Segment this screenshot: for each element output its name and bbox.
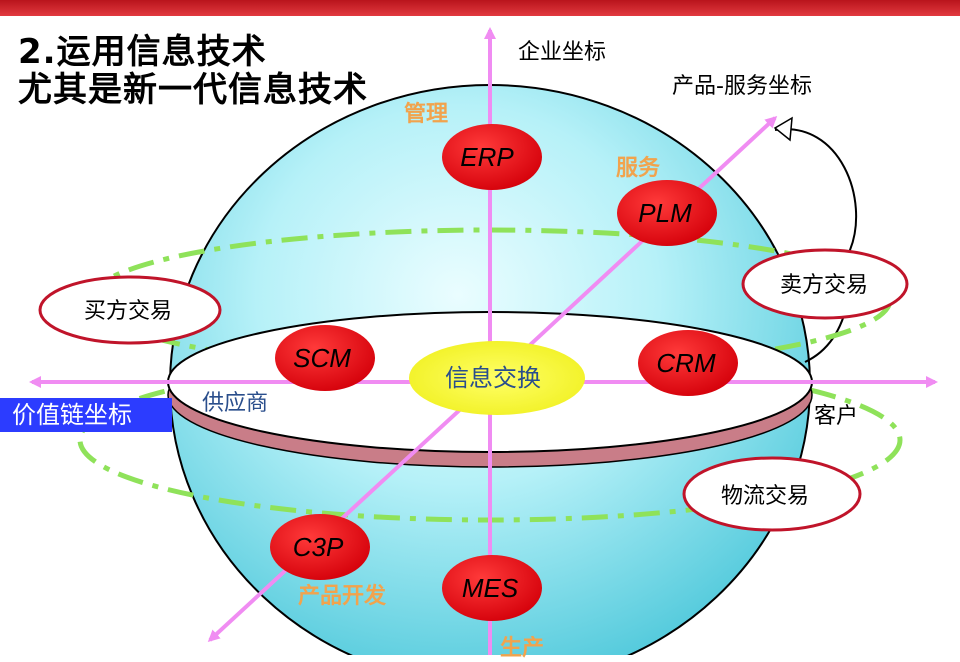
buyer-trade-bubble <box>38 275 222 345</box>
customer-label: 客户 <box>814 404 859 429</box>
center-label: 信息交换 <box>445 364 541 392</box>
value-chain-axis-label: 价值链坐标 <box>0 398 172 432</box>
erp-node <box>442 124 542 190</box>
diagonal-axis-up <box>488 115 778 384</box>
supplier-label: 供应商 <box>202 391 269 416</box>
erp-label: ERP <box>460 142 514 172</box>
mes-node <box>442 555 542 621</box>
buyer-trade-label: 买方交易 <box>84 299 172 324</box>
service-label: 服务 <box>616 156 661 181</box>
c3p-label: C3P <box>293 532 344 562</box>
enterprise-axis-label: 企业坐标 <box>518 40 607 65</box>
title-line-2: 尤其是新一代信息技术 <box>18 70 368 110</box>
curved-connector <box>774 128 858 363</box>
plm-node <box>617 180 717 246</box>
top-bar <box>0 0 960 16</box>
crm-node <box>638 330 738 396</box>
diagonal-axis-down <box>207 380 492 643</box>
crm-label: CRM <box>656 348 716 378</box>
production-label: 生产 <box>500 636 545 661</box>
title-line-1: 2.运用信息技术 <box>18 32 267 72</box>
c3p-node <box>270 514 370 580</box>
mes-label: MES <box>462 573 519 603</box>
scm-node <box>275 325 375 391</box>
scm-label: SCM <box>293 343 351 373</box>
product-service-axis-label: 产品-服务坐标 <box>672 74 812 99</box>
management-label: 管理 <box>404 102 449 127</box>
center-node <box>409 341 585 415</box>
plm-label: PLM <box>638 198 692 228</box>
logistics-trade-label: 物流交易 <box>721 484 809 509</box>
product-dev-label: 产品开发 <box>298 584 387 609</box>
curved-connector-head <box>773 116 793 142</box>
seller-trade-label: 卖方交易 <box>780 273 868 298</box>
seller-trade-bubble <box>741 248 909 320</box>
logistics-trade-bubble <box>682 456 862 532</box>
